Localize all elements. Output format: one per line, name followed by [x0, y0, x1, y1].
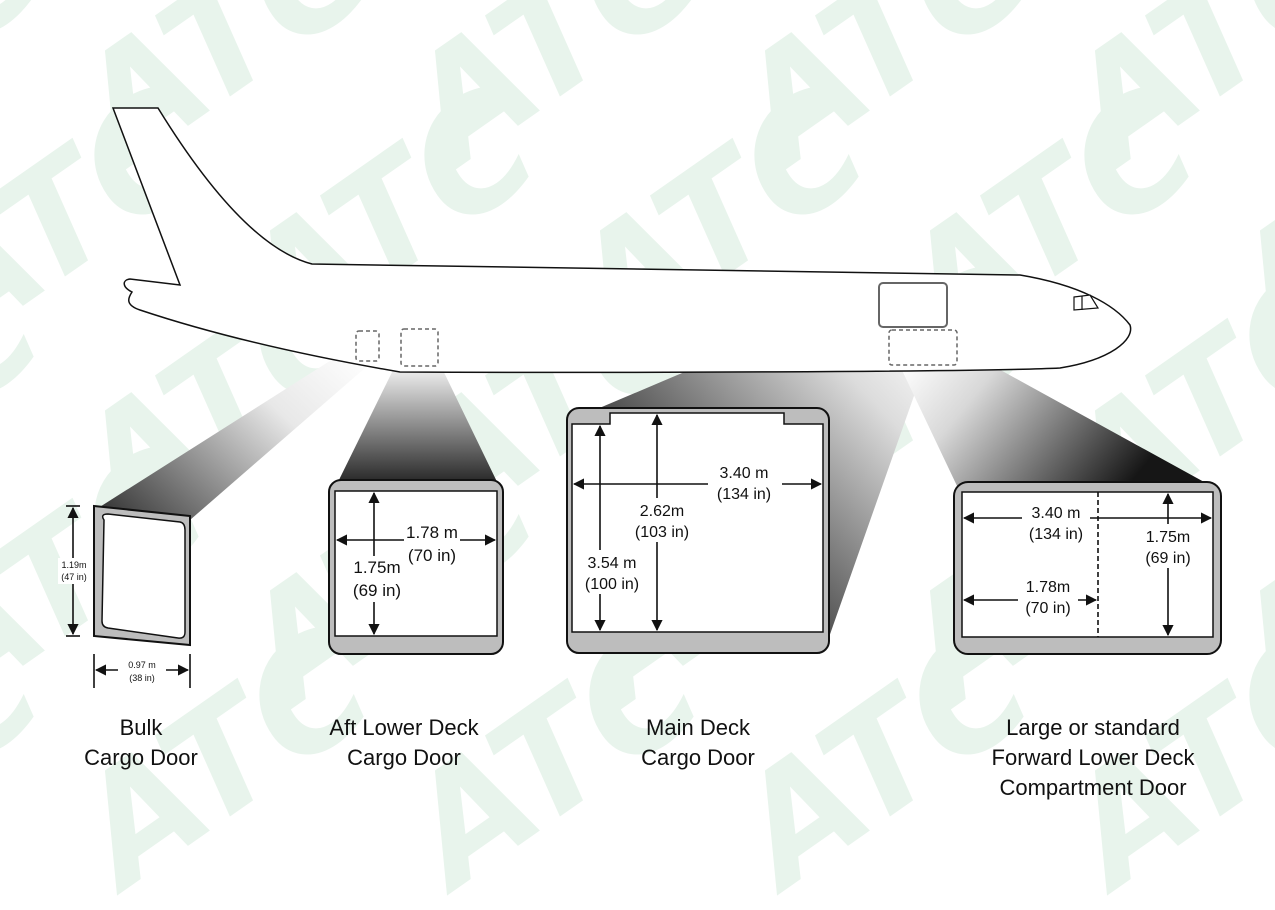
aft-caption-line1: Aft Lower Deck: [329, 715, 479, 740]
forward-caption-line2: Forward Lower Deck: [992, 745, 1196, 770]
bulk-door-opening: [101, 513, 186, 639]
forward-door-marker: [888, 329, 958, 366]
forward-large-width-m: 3.40 m: [1032, 505, 1081, 522]
aft-width-in: (70 in): [408, 546, 456, 565]
forward-standard-width-in: (70 in): [1025, 600, 1070, 617]
aircraft-body: [111, 107, 1132, 374]
bulk-height-m: 1.19m: [61, 560, 86, 570]
bulk-width-m: 0.97 m: [128, 660, 156, 670]
main-caption-line1: Main Deck: [646, 715, 751, 740]
forward-large-width-in: (134 in): [1029, 526, 1083, 543]
main-width-m: 3.40 m: [720, 465, 769, 482]
main-width-in: (134 in): [717, 486, 771, 503]
main-deck-door-marker: [878, 282, 948, 328]
beam-forward: [890, 345, 1215, 488]
bulk-caption-line2: Cargo Door: [84, 745, 198, 770]
aft-caption-line2: Cargo Door: [347, 745, 461, 770]
aft-lower-deck-door: 1.78 m (70 in) 1.75m (69 in) Aft Lower D…: [328, 479, 504, 770]
aft-door-marker: [400, 328, 439, 367]
forward-height-m: 1.75m: [1146, 529, 1190, 546]
aft-height-m: 1.75m: [353, 558, 400, 577]
forward-height-in: (69 in): [1145, 550, 1190, 567]
bulk-width-in: (38 in): [129, 673, 155, 683]
main-door-opening: [571, 412, 824, 633]
main-side-height-in: (100 in): [585, 576, 639, 593]
bulk-height-in: (47 in): [61, 572, 87, 582]
bulk-door: 1.19m (47 in) 0.97 m (38 in) Bulk Cargo …: [58, 504, 198, 770]
main-side-height-m: 3.54 m: [588, 555, 637, 572]
main-center-height-m: 2.62m: [640, 503, 684, 520]
forward-caption-line1: Large or standard: [1006, 715, 1180, 740]
aircraft-outline: [111, 107, 1132, 374]
beam-aft: [335, 360, 500, 488]
main-caption-line2: Cargo Door: [641, 745, 755, 770]
forward-lower-deck-door: 3.40 m (134 in) 1.78m (70 in) 1.75m (69 …: [953, 481, 1222, 800]
forward-standard-width-m: 1.78m: [1026, 579, 1070, 596]
cockpit-windows: [1073, 294, 1100, 311]
aft-height-in: (69 in): [353, 581, 401, 600]
forward-caption-line3: Compartment Door: [999, 775, 1186, 800]
aft-width-m: 1.78 m: [406, 523, 458, 542]
bulk-caption-line1: Bulk: [120, 715, 164, 740]
main-center-height-in: (103 in): [635, 524, 689, 541]
bulk-door-marker: [355, 330, 380, 362]
main-deck-door: 3.40 m (134 in) 2.62m (103 in) 3.54 m (1…: [566, 407, 830, 770]
